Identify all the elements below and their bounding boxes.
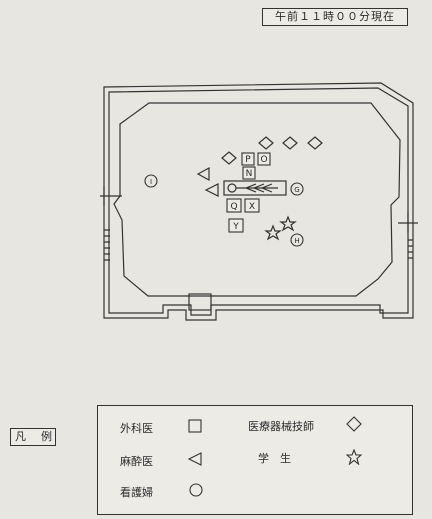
nurse-label: H — [294, 237, 299, 245]
legend-title-char: 凡 — [15, 430, 26, 443]
surgeon-square-icon — [244, 198, 260, 213]
outer-wall — [103, 82, 414, 321]
technician-diamond-icon — [307, 136, 323, 150]
square-icon — [188, 419, 202, 433]
surgeon-label: Q — [230, 202, 237, 212]
surgeon-square-icon — [242, 166, 256, 180]
circle-icon — [189, 483, 203, 497]
surgeon-label: X — [249, 202, 255, 212]
operating-table — [223, 180, 287, 196]
legend-item-surgeon: 外科医 — [120, 420, 153, 436]
nurse-circle-icon — [144, 174, 158, 188]
legend-title-char: 例 — [41, 430, 52, 443]
student-star-icon — [279, 215, 297, 232]
star-icon — [346, 449, 362, 465]
legend-label: 麻酔医 — [120, 455, 153, 468]
legend-label: 医療器械技師 — [248, 420, 314, 433]
triangle-left-icon — [188, 452, 202, 466]
time-label: 午前１１時００分現在 — [262, 8, 408, 26]
surgeon-label: Y — [232, 222, 239, 232]
legend-item-student: 学 生 — [258, 450, 291, 466]
nurse-circle-icon — [290, 182, 304, 196]
surgeon-square-icon — [257, 152, 271, 166]
surgeon-square-icon — [228, 218, 244, 233]
nurse-circle-icon — [290, 233, 304, 247]
legend-title: 凡 例 — [10, 428, 56, 446]
student-star-icon — [264, 224, 282, 241]
technician-diamond-icon — [258, 136, 274, 150]
legend-label: 外科医 — [120, 422, 153, 435]
surgeon-label: N — [246, 169, 253, 179]
technician-diamond-icon — [282, 136, 298, 150]
legend-item-nurse: 看護婦 — [120, 484, 153, 500]
inner-wall — [113, 102, 401, 297]
anesthetist-triangle-icon — [204, 183, 219, 197]
surgeon-square-icon — [226, 198, 242, 213]
diamond-icon — [346, 416, 362, 432]
legend-item-technician: 医療器械技師 — [248, 418, 314, 434]
doorway-block — [188, 293, 212, 311]
operating-room-diagram: P O N Q X Y I G H — [100, 82, 418, 321]
legend-label: 学 生 — [258, 452, 291, 465]
nurse-label: I — [150, 178, 152, 186]
surgeon-label: O — [260, 155, 267, 165]
nurse-label: G — [294, 186, 299, 194]
legend-box: 外科医 麻酔医 看護婦 医療器械技師 学 生 — [97, 405, 413, 515]
legend-item-anesthetist: 麻酔医 — [120, 453, 153, 469]
surgeon-square-icon — [241, 152, 255, 166]
legend-label: 看護婦 — [120, 486, 153, 499]
anesthetist-triangle-icon — [196, 166, 210, 182]
surgeon-label: P — [245, 155, 251, 165]
technician-diamond-icon — [221, 151, 237, 165]
